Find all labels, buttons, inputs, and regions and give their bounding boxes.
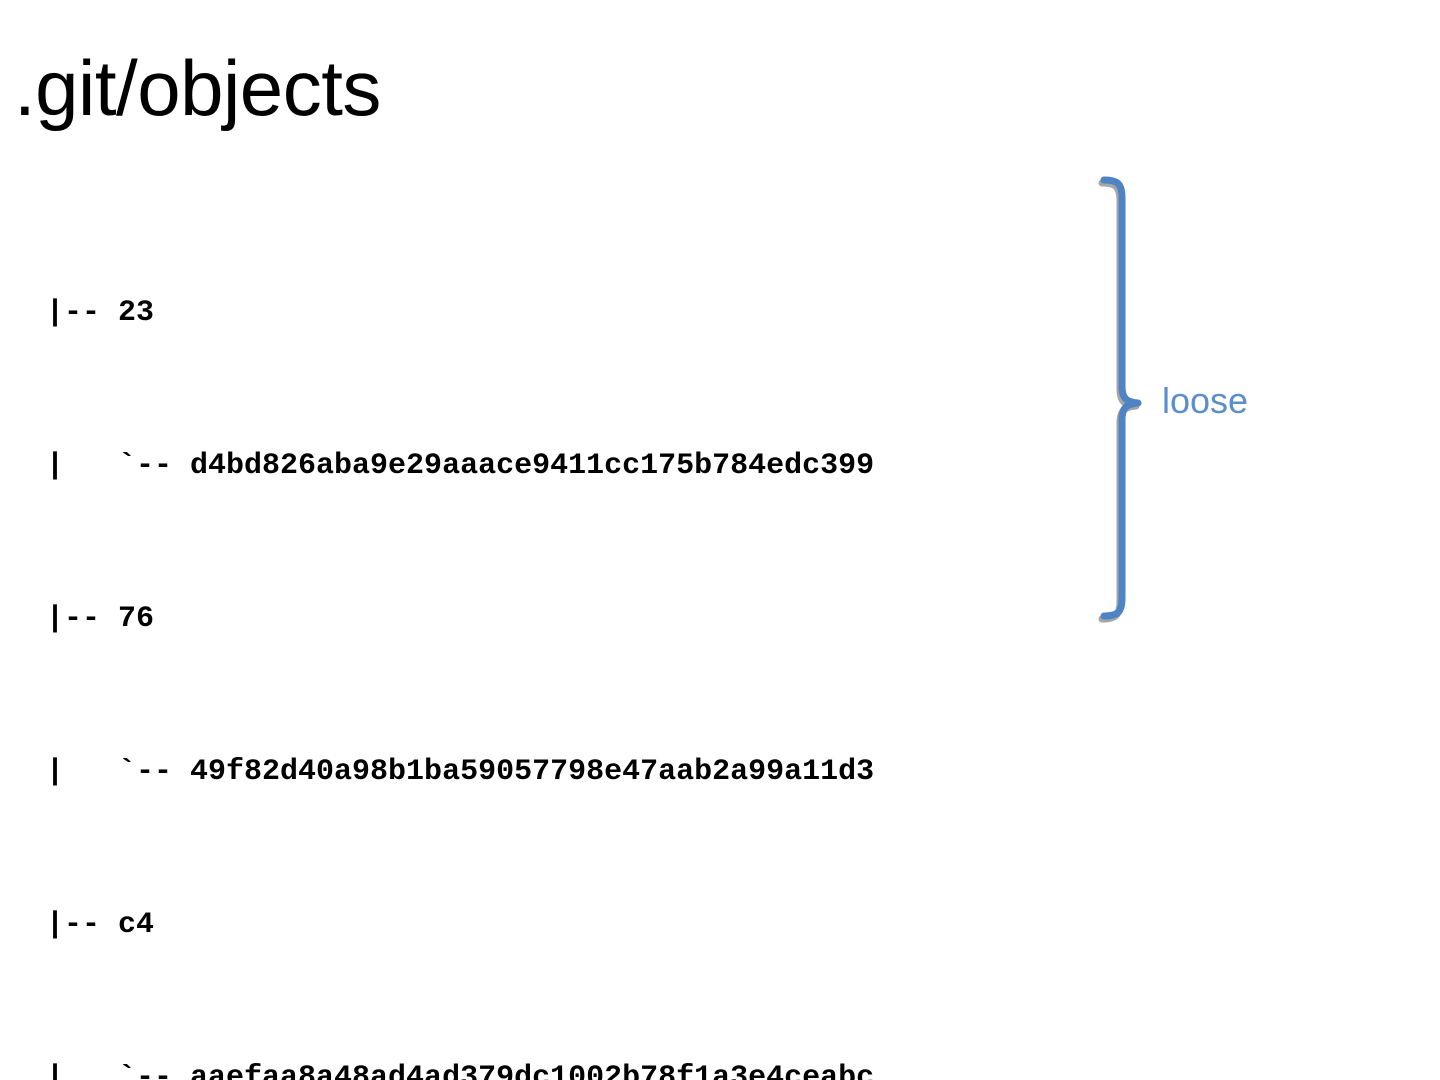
tree-line: |-- 76 (46, 602, 155, 636)
git-objects-tree: |-- 23 | `-- d4bd826aba9e29aaace9411cc17… (46, 186, 1090, 1080)
tree-line: | `-- d4bd826aba9e29aaace9411cc175b784ed… (46, 449, 875, 483)
tree-line: | `-- aaefaa8a48ad4ad379dc1002b78f1a3e4c… (46, 1061, 875, 1080)
curly-brace-icon (1098, 176, 1142, 623)
tree-line: |-- 23 (46, 296, 155, 330)
loose-annotation-group: loose (1092, 168, 1302, 628)
tree-line: | `-- 49f82d40a98b1ba59057798e47aab2a99a… (46, 755, 875, 789)
page-title: .git/objects (14, 44, 381, 132)
tree-line: |-- c4 (46, 908, 155, 942)
loose-label: loose (1162, 380, 1249, 421)
